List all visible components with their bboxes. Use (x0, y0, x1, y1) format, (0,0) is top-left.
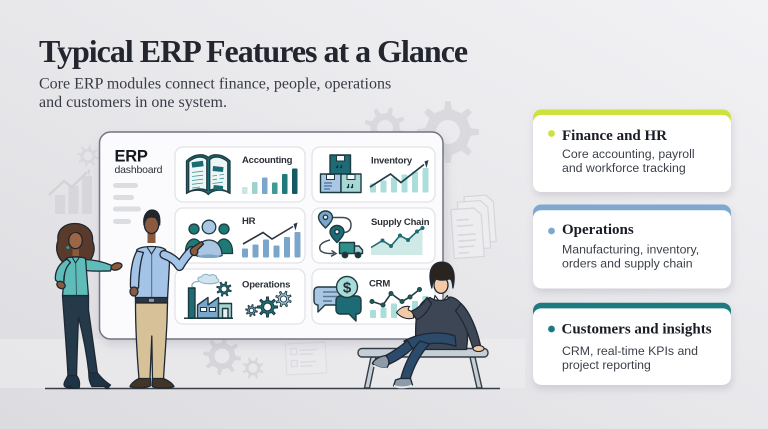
svg-text:dashboard: dashboard (115, 164, 163, 176)
svg-text:project reporting: project reporting (562, 358, 651, 372)
svg-text:and customers in one system.: and customers in one system. (39, 94, 227, 111)
svg-text:Typical ERP Features at a Glan: Typical ERP Features at a Glance (39, 33, 468, 69)
svg-text:Supply Chain: Supply Chain (371, 217, 430, 228)
svg-text:Finance and HR: Finance and HR (562, 128, 667, 144)
svg-text:Accounting: Accounting (242, 155, 293, 166)
svg-text:Core ERP modules connect finan: Core ERP modules connect finance, people… (39, 76, 391, 93)
svg-text:CRM, real-time KPIs and: CRM, real-time KPIs and (562, 344, 698, 358)
svg-text:orders and supply chain: orders and supply chain (562, 257, 693, 271)
svg-text:Manufacturing, inventory,: Manufacturing, inventory, (562, 243, 699, 257)
svg-text:Operations: Operations (242, 280, 290, 291)
svg-text:and workforce tracking: and workforce tracking (562, 161, 686, 175)
svg-text:ERP: ERP (115, 148, 148, 166)
svg-text:CRM: CRM (369, 279, 390, 290)
svg-text:Customers and insights: Customers and insights (562, 322, 712, 338)
svg-text:Core accounting, payroll: Core accounting, payroll (562, 147, 695, 161)
svg-text:Inventory: Inventory (371, 156, 413, 167)
svg-text:HR: HR (242, 216, 256, 227)
svg-text:$: $ (343, 280, 352, 297)
svg-text:Operations: Operations (562, 222, 634, 238)
